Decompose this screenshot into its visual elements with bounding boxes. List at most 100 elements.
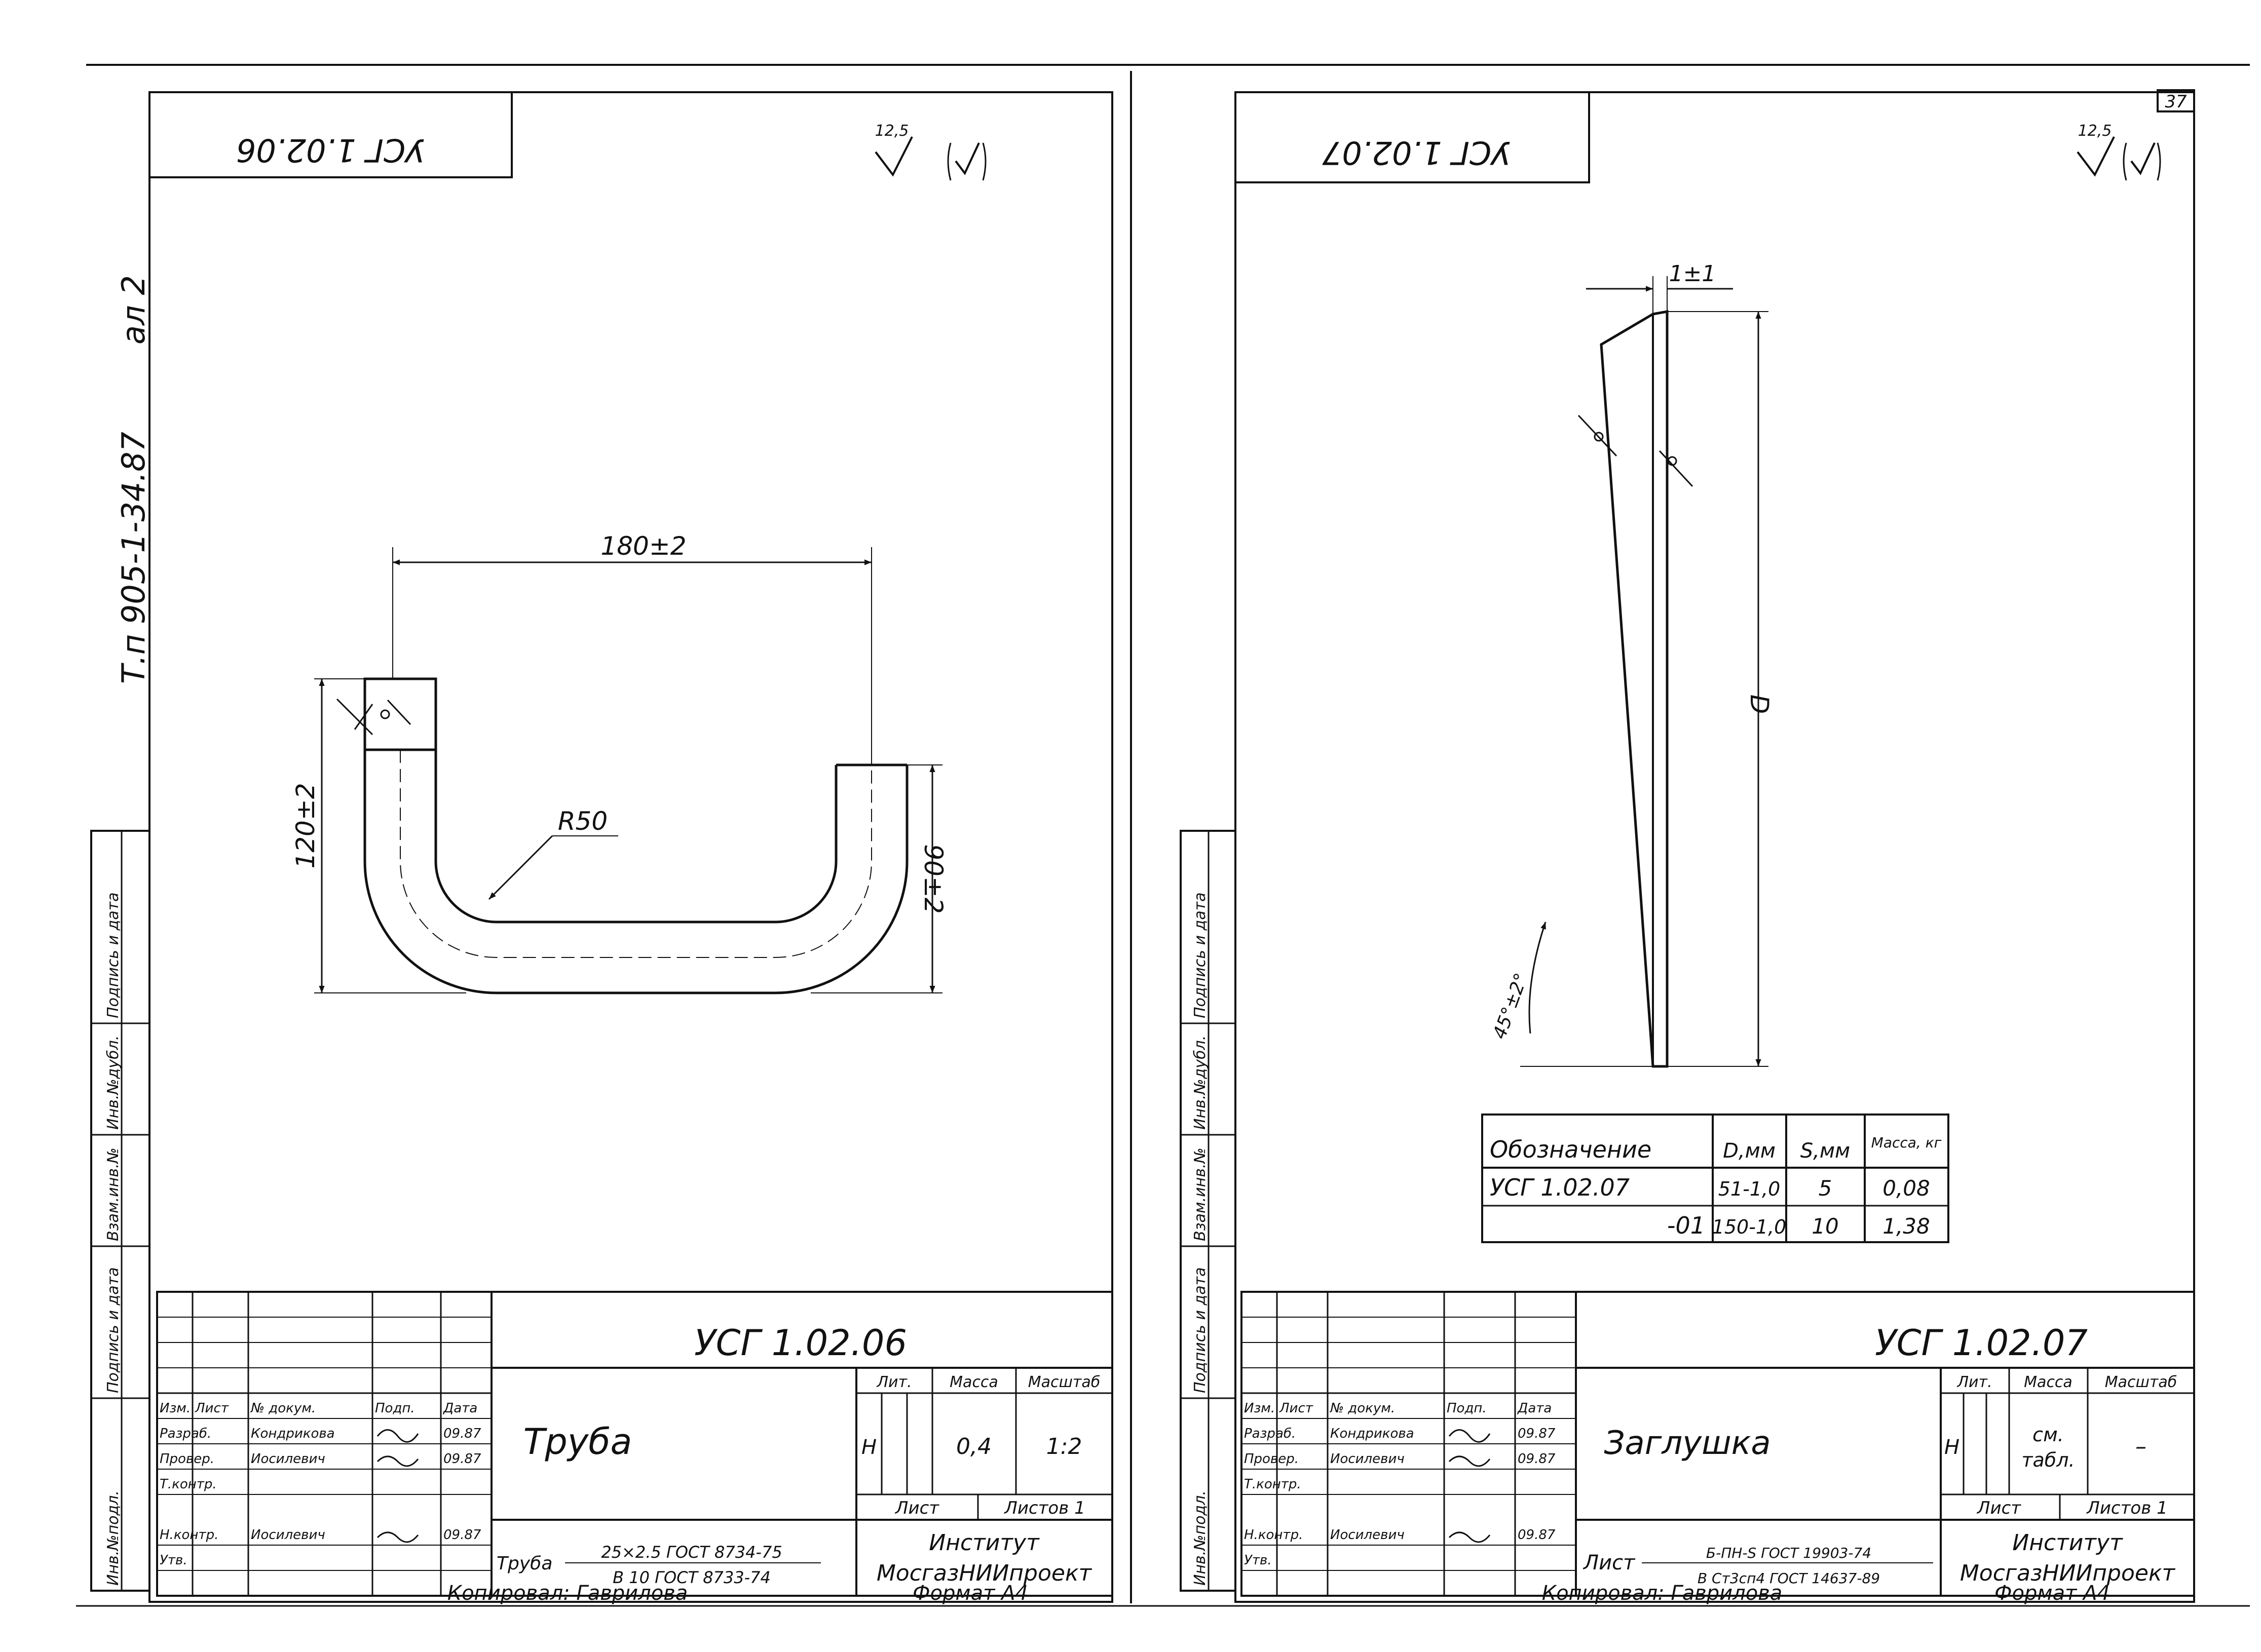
table-head-d: D,мм (1723, 1139, 1776, 1163)
table-head-s: S,мм (1800, 1139, 1850, 1163)
left-org-line2: МосгазНИИпроект (877, 1560, 1092, 1586)
sheet-number: 37 (2165, 92, 2187, 112)
left-row-role-2: Провер. (160, 1451, 214, 1467)
right-row-name-4: Иосилевич (1330, 1527, 1405, 1543)
right-title-code: УСГ 1.02.07 (1875, 1322, 2088, 1364)
right-copied: Копировал: Гаврилова (1542, 1582, 1783, 1605)
table-row1-s: 10 (1812, 1214, 1838, 1239)
right-material-bottom: В Ст3сп4 ГОСТ 14637-89 (1698, 1570, 1880, 1587)
left-row-date-0: Дата (443, 1401, 477, 1416)
right-head-scale: Масштаб (2105, 1373, 2177, 1391)
left-row-role-3: Т.контр. (160, 1477, 217, 1492)
right-row-date-1: 09.87 (1518, 1426, 1556, 1441)
left-row-date-1: 09.87 (443, 1426, 481, 1441)
right-mass-value-1: см. (2032, 1424, 2064, 1446)
right-corner-code: УСГ 1.02.07 (1322, 134, 1511, 171)
left-row-role-4: Н.контр. (160, 1527, 218, 1543)
left-row-name-2: Иосилевич (251, 1451, 325, 1467)
right-roughness-mark: 12,5 (2077, 122, 2161, 181)
left-head-scale: Масштаб (1028, 1373, 1101, 1391)
left-title-block: УСГ 1.02.06 Труба Лит. Масса Масштаб Н 0… (156, 1291, 1113, 1597)
right-row-date-4: 09.87 (1518, 1527, 1556, 1543)
right-mass-value-2: табл. (2021, 1449, 2075, 1471)
dim-radius: R50 (558, 806, 608, 836)
left-row-role-0: Изм. (160, 1401, 191, 1416)
right-org-line2: МосгазНИИпроект (1960, 1560, 2176, 1586)
right-row-role-1: Разраб. (1244, 1426, 1296, 1441)
right-row-name-0: Лист (1279, 1401, 1313, 1416)
right-row-role-4: Н.контр. (1244, 1527, 1303, 1543)
right-lit-value: Н (1944, 1436, 1959, 1459)
right-head-sheet: Лист (1976, 1498, 2021, 1518)
right-head-sheets: Листов 1 (2086, 1498, 2167, 1518)
right-stamp-dubl: Инв.№дубл. (1191, 1035, 1209, 1130)
right-head-lit: Лит. (1956, 1373, 1992, 1391)
table-row0-d: 51-1,0 (1718, 1178, 1781, 1200)
right-margin-stamp: Инв.№подл. Подпись и дата Взам.инв.№ Инв… (1180, 830, 1236, 1592)
left-head-sheets: Листов 1 (1003, 1498, 1085, 1518)
table-row1-code: -01 (1667, 1212, 1705, 1239)
left-head-sheet: Лист (894, 1498, 939, 1518)
right-scale-value: – (2135, 1434, 2146, 1459)
right-org-line1: Институт (2012, 1530, 2123, 1556)
pipe-drawing (336, 677, 909, 994)
left-row-date-2: 09.87 (443, 1451, 481, 1467)
right-row-role-0: Изм. (1244, 1401, 1275, 1416)
right-row-doc-0: № докум. (1329, 1401, 1395, 1416)
right-stamp-sign2: Подпись и дата (1191, 893, 1209, 1019)
right-material-top: Б-ПН-S ГОСТ 19903-74 (1706, 1545, 1871, 1561)
left-org-line1: Институт (929, 1530, 1040, 1556)
left-material-top: 25×2.5 ГОСТ 8734-75 (601, 1543, 782, 1562)
left-margin-stamp: Инв.№подл. Подпись и дата Взам.инв.№ Инв… (90, 830, 150, 1592)
left-row-sign-0: Подп. (375, 1401, 415, 1416)
right-stamp-vzam: Взам.инв.№ (1191, 1147, 1209, 1241)
left-row-name-0: Лист (195, 1401, 229, 1416)
right-row-sign-0: Подп. (1447, 1401, 1487, 1416)
dim-diameter: D (1745, 695, 1774, 714)
right-row-name-1: Кондрикова (1330, 1426, 1414, 1441)
left-stamp-sign2: Подпись и дата (104, 893, 122, 1019)
right-row-name-2: Иосилевич (1330, 1451, 1405, 1467)
left-stamp-inv: Инв.№подл. (104, 1490, 122, 1586)
plug-dimensions: 1±1 D 45°±2° (1489, 261, 1774, 1067)
right-row-role-2: Провер. (1244, 1451, 1299, 1467)
dim-length: 180±2 (600, 531, 686, 561)
album-number: ал 2 (115, 275, 152, 344)
left-roughness-value: 12,5 (875, 122, 909, 140)
series-number: Т.п 905-1-34.87 (115, 432, 152, 684)
dim-height: 120±2 (291, 783, 320, 868)
right-row-date-0: Дата (1517, 1401, 1552, 1416)
sheet-right: УСГ 1.02.07 12,5 Инв.№подл. Подпись и да… (1180, 91, 2195, 1605)
table-row0-s: 5 (1819, 1176, 1832, 1201)
right-stamp-inv: Инв.№подл. (1191, 1490, 1209, 1586)
left-row-date-4: 09.87 (443, 1527, 481, 1543)
left-head-lit: Лит. (876, 1373, 912, 1391)
left-row-name-1: Кондрикова (251, 1426, 335, 1441)
right-row-role-5: Утв. (1244, 1553, 1272, 1568)
left-stamp-vzam: Взам.инв.№ (104, 1147, 122, 1241)
left-material-prefix: Труба (497, 1553, 552, 1574)
left-title-name: Труба (523, 1421, 632, 1463)
left-title-code: УСГ 1.02.06 (694, 1322, 907, 1364)
right-title-name: Заглушка (1604, 1425, 1770, 1462)
right-format: Формат А4 (1994, 1582, 2110, 1605)
right-row-role-3: Т.контр. (1244, 1477, 1301, 1492)
left-row-name-4: Иосилевич (251, 1527, 325, 1543)
table-row0-mass: 0,08 (1882, 1176, 1930, 1201)
left-format: Формат А4 (913, 1582, 1028, 1605)
left-material-bottom: В 10 ГОСТ 8733-74 (613, 1568, 771, 1587)
dimension-table: Обозначение D,мм S,мм Масса, кг УСГ 1.02… (1481, 1113, 1949, 1243)
dim-right-height: 90±2 (919, 844, 948, 913)
pipe-dimensions: 180±2 120±2 90±2 R50 (291, 531, 948, 993)
left-row-role-1: Разраб. (160, 1426, 211, 1441)
left-stamp-dubl: Инв.№дубл. (104, 1035, 122, 1130)
sheet-left: УСГ 1.02.06 12,5 Инв.№подл. Подпись и да… (90, 91, 1113, 1605)
plug-drawing (1577, 310, 1693, 1068)
left-stamp-sign1: Подпись и дата (104, 1267, 122, 1394)
left-lit-value: Н (861, 1436, 877, 1459)
left-mass-value: 0,4 (956, 1434, 992, 1459)
left-row-doc-0: № докум. (250, 1401, 316, 1416)
table-row0-code: УСГ 1.02.07 (1490, 1174, 1630, 1201)
right-stamp-sign1: Подпись и дата (1191, 1267, 1209, 1394)
